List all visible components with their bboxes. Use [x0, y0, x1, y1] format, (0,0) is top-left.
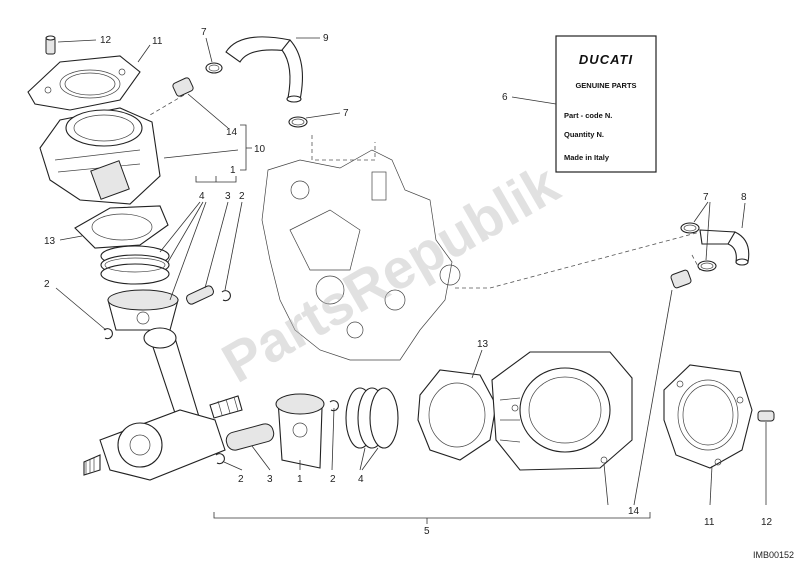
callout-3-lower: 3: [267, 474, 273, 485]
hose-right: [699, 229, 750, 266]
callout-6: 6: [502, 92, 508, 103]
piston-rings-upper: [100, 245, 170, 285]
crankshaft: [83, 327, 243, 481]
genuine-parts-card: DUCATI GENUINE PARTS Part - code N. Quan…: [555, 35, 657, 173]
callout-12-upper: 12: [100, 35, 112, 46]
card-line-part-code: Part - code N.: [564, 111, 612, 120]
dowel-pin-upper: [45, 35, 56, 55]
callout-12-lower: 12: [761, 517, 773, 528]
clamp-right-b: [697, 260, 717, 272]
callout-2-lower-b: 2: [330, 474, 336, 485]
callout-11-upper: 11: [152, 36, 163, 47]
circlip-upper-left: [103, 328, 113, 340]
callout-2-upper: 2: [239, 191, 245, 202]
callout-14-upper: 14: [226, 127, 238, 138]
clamp-upper-a: [205, 62, 223, 74]
base-gasket-upper: [74, 205, 169, 249]
callout-7-a: 7: [201, 27, 207, 38]
piston-rings-lower: [345, 387, 399, 449]
callout-4-lower: 4: [358, 474, 364, 485]
leader-lines: [55, 37, 767, 524]
callout-1-lower: 1: [297, 474, 303, 485]
piston-lower: [275, 393, 325, 469]
fitting-upper: [172, 77, 194, 97]
callout-5: 5: [424, 526, 430, 537]
piston-upper: [107, 289, 179, 331]
callout-2-lower-a: 2: [238, 474, 244, 485]
callout-11-lower: 11: [704, 517, 715, 528]
callout-2-left: 2: [44, 279, 50, 290]
piston-pin-lower: [225, 423, 275, 451]
clamp-right-a: [680, 222, 700, 234]
callout-8: 8: [741, 192, 747, 203]
callout-9: 9: [323, 33, 329, 44]
circlip-lower-right: [329, 400, 339, 412]
image-code: IMB00152: [753, 550, 794, 560]
callout-13-upper: 13: [44, 236, 56, 247]
cylinder-upper: [39, 107, 161, 205]
callout-3-upper: 3: [225, 191, 231, 202]
card-line-quantity: Quantity N.: [564, 130, 604, 139]
cylinder-lower: [491, 351, 633, 471]
base-gasket-lower: [417, 369, 497, 461]
engine-crankcase: [261, 149, 461, 361]
card-line-origin: Made in Italy: [564, 153, 610, 162]
card-title: GENUINE PARTS: [575, 81, 636, 90]
callout-numbers: 12 11 7 9 7 14 10 1 4 3 2 13 2 6 7 8 13 …: [44, 27, 773, 537]
piston-pin-upper: [186, 285, 214, 305]
callout-7-b: 7: [343, 108, 349, 119]
callout-13-lower: 13: [477, 339, 489, 350]
hose-upper: [225, 36, 303, 103]
watermark-text: PartsRepublik: [211, 151, 569, 394]
callout-1-upper: 1: [230, 165, 236, 176]
callout-10: 10: [254, 144, 266, 155]
clamp-upper-b: [288, 116, 308, 128]
circlip-lower-left: [215, 453, 225, 465]
head-gasket-lower: [663, 364, 753, 469]
dowel-pin-lower: [757, 410, 775, 422]
callout-7-c: 7: [703, 192, 709, 203]
circlip-upper-right: [221, 290, 231, 302]
head-gasket-upper: [27, 55, 141, 111]
fitting-right: [670, 269, 692, 289]
brand-logo-text: DUCATI: [579, 52, 633, 67]
callout-4-upper: 4: [199, 191, 205, 202]
callout-14-lower: 14: [628, 506, 640, 517]
